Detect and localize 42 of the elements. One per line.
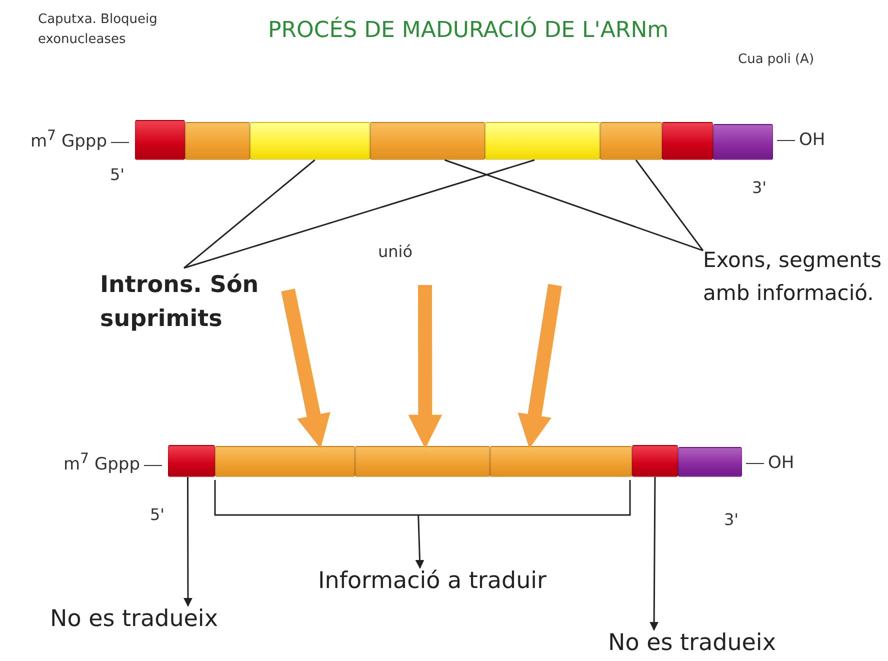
title: PROCÉS DE MADURACIÓ DE L'ARNm — [268, 18, 669, 43]
leader-line — [635, 160, 704, 252]
rna-segment — [168, 445, 215, 477]
end-label: OH — [773, 130, 826, 150]
arrow — [518, 284, 562, 449]
annotation-text: No es tradueix — [50, 606, 250, 632]
arrow — [650, 477, 659, 631]
annotation-text: Introns. Són suprimits — [100, 268, 300, 336]
label-text: 3' — [752, 178, 767, 197]
rna-segment — [370, 122, 485, 160]
rna-segment — [678, 447, 742, 477]
rna-segment — [135, 120, 185, 160]
leader-line — [444, 159, 704, 252]
end-label: OH — [742, 453, 794, 473]
annotation-text: Informació a traduir — [318, 568, 573, 594]
rna-segment — [662, 122, 713, 160]
rna-segment — [250, 122, 370, 160]
label-text: Caputxa. Bloqueig exonucleases — [38, 11, 158, 49]
leader-line — [184, 159, 316, 269]
end-label: m$^{7}$ Gppp — [30, 128, 133, 152]
arrow — [415, 514, 424, 569]
rna-segment — [215, 446, 355, 477]
leader-line — [184, 159, 535, 269]
bracket — [214, 480, 631, 516]
rna-segment — [600, 122, 662, 160]
rna-segment — [713, 124, 773, 160]
label-text: 5' — [110, 165, 125, 184]
annotation-text: Exons, segments amb informació. — [703, 244, 888, 310]
rna-segment — [185, 122, 250, 160]
annotation-text: No es tradueix — [608, 630, 808, 656]
end-label: m$^{7}$ Gppp — [63, 451, 166, 475]
label-text: unió — [378, 242, 413, 261]
rna-segment — [355, 446, 490, 477]
label-text: Cua poli (A) — [738, 52, 814, 67]
arrow — [183, 477, 192, 607]
label-text: 5' — [150, 505, 165, 524]
arrow — [281, 288, 330, 449]
rna-segment — [632, 445, 678, 477]
arrow — [408, 285, 442, 449]
label-text: 3' — [724, 510, 739, 529]
rna-segment — [485, 122, 600, 160]
rna-segment — [490, 446, 632, 477]
